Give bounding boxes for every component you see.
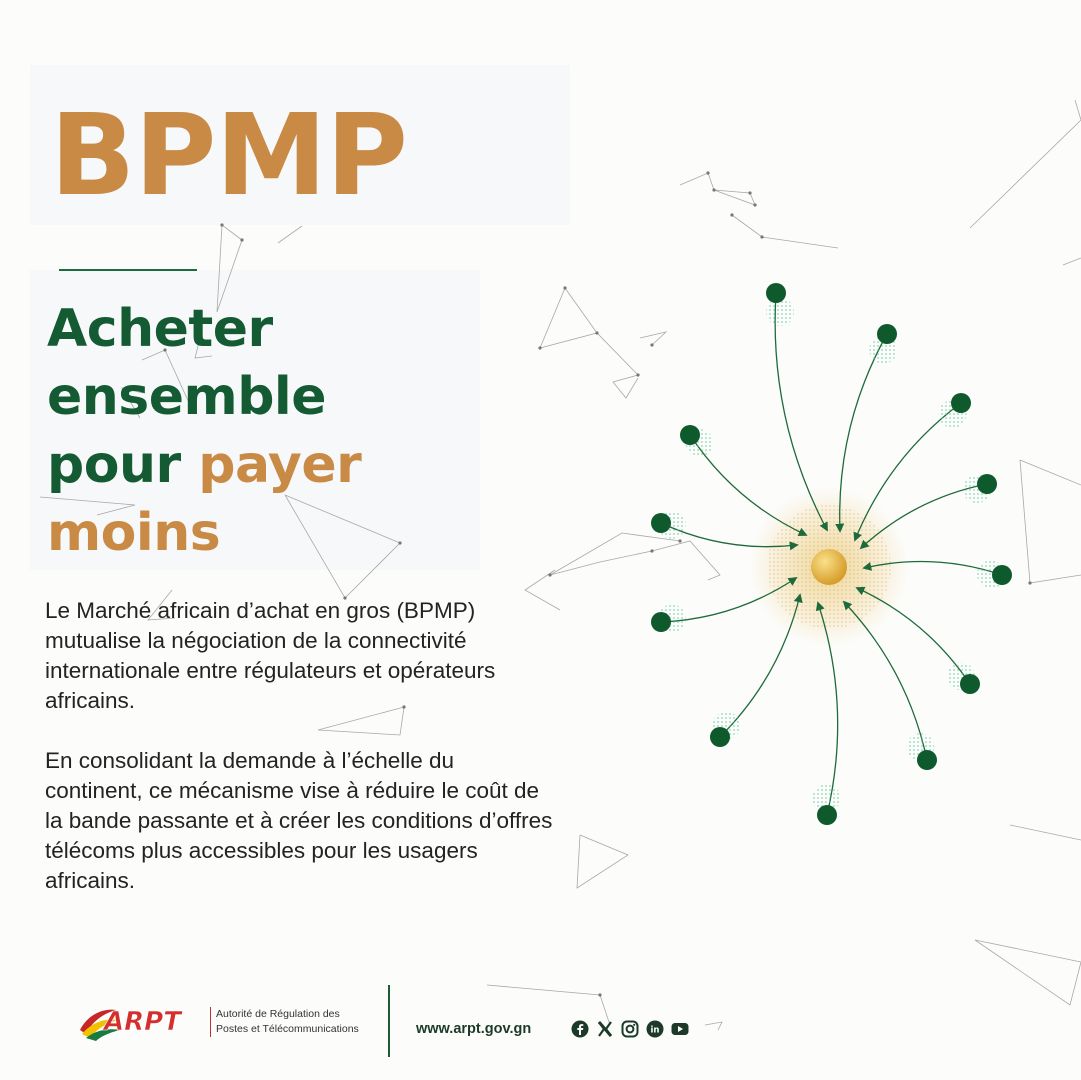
operator-node <box>977 474 997 494</box>
paragraph-detail: En consolidant la demande à l’échelle du… <box>45 746 552 896</box>
linkedin-icon[interactable]: in <box>646 1020 664 1038</box>
operator-node <box>710 727 730 747</box>
facebook-icon[interactable] <box>571 1020 589 1038</box>
paragraph-line: En consolidant la demande à l’échelle du <box>45 748 455 773</box>
operator-node <box>992 565 1012 585</box>
headline-line-2: ensemble <box>47 367 327 427</box>
headline-word-pour: pour <box>47 435 199 495</box>
operator-node <box>917 750 937 770</box>
node-trail-dots <box>766 297 795 326</box>
svg-text:ARPT: ARPT <box>102 1007 183 1037</box>
paragraph-line: télécoms plus accessibles pour les usage… <box>45 838 478 863</box>
paragraph-line: continent, ce mécanisme vise à réduire l… <box>45 778 540 803</box>
paragraph-line: la bande passante et à créer les conditi… <box>45 808 553 833</box>
text-panel <box>30 270 480 570</box>
paragraph-line: mutualise la négociation de la connectiv… <box>45 628 467 653</box>
arpt-logo: ARPT <box>80 1007 183 1041</box>
paragraph-line: Le Marché africain d’achat en gros (BPMP… <box>45 598 476 623</box>
x-icon[interactable] <box>596 1020 614 1038</box>
svg-text:in: in <box>651 1025 660 1035</box>
operator-node <box>651 513 671 533</box>
title-divider <box>59 269 197 271</box>
headline-line-4: moins <box>47 503 221 563</box>
operator-node <box>877 324 897 344</box>
headline: Acheter ensemble pour payer moins <box>47 295 362 567</box>
operator-node <box>951 393 971 413</box>
hub-center <box>811 549 847 585</box>
aggregation-hub-illustration <box>651 283 1012 825</box>
paragraph-line: africains. <box>45 868 136 893</box>
org-name: Autorité de Régulation des Postes et Tél… <box>210 1007 359 1037</box>
org-name-line-2: Postes et Télécommunications <box>216 1023 359 1035</box>
operator-node <box>817 805 837 825</box>
operator-node <box>680 425 700 445</box>
headline-line-1: Acheter <box>47 299 273 359</box>
social-icons: in <box>571 1020 689 1038</box>
youtube-icon[interactable] <box>671 1020 689 1038</box>
instagram-icon[interactable] <box>621 1020 639 1038</box>
node-trail-dots <box>812 784 841 813</box>
operator-node <box>960 674 980 694</box>
footer-divider <box>388 985 390 1057</box>
org-name-line-1: Autorité de Régulation des <box>216 1008 340 1020</box>
paragraph-line: internationale entre régulateurs et opér… <box>45 658 496 683</box>
headline-line-3: pour payer <box>47 431 362 499</box>
paragraph-intro: Le Marché africain d’achat en gros (BPMP… <box>45 596 495 716</box>
headline-word-payer: payer <box>198 435 362 495</box>
paragraph-line: africains. <box>45 688 136 713</box>
bpmp-title: BPMP <box>50 91 408 221</box>
operator-node <box>766 283 786 303</box>
website-link[interactable]: www.arpt.gov.gn <box>416 1021 532 1037</box>
operator-node <box>651 612 671 632</box>
title-panel <box>30 65 570 225</box>
